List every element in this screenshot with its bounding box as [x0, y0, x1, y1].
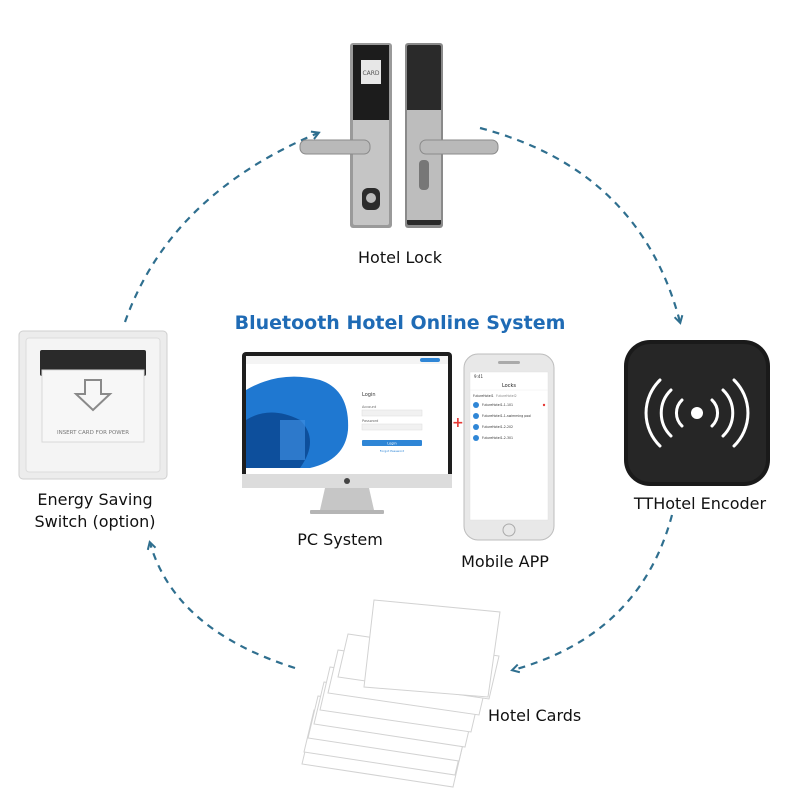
lock-card-text: CARD [362, 70, 379, 77]
hotel-lock-label: Hotel Lock [358, 248, 442, 267]
mobile-status-time: 9:41 [474, 374, 483, 379]
pc-monitor-image: Login Account Password Login Forgot Pass… [242, 352, 452, 514]
encoder-image [624, 340, 770, 486]
plus-sign: + [452, 415, 464, 431]
arrow-cards-to-switch [146, 540, 296, 670]
pc-account-label: Account [362, 405, 377, 409]
pc-password-label: Password [362, 419, 378, 423]
arrow-lock-to-encoder [479, 126, 684, 325]
switch-label-line2: Switch (option) [34, 512, 156, 531]
mobile-phone-image: 9:41 Locks FutureHotel1 FutureHotel2 Fut… [463, 353, 555, 541]
pc-forgot-text: Forgot Password [380, 449, 405, 453]
mobile-header-title: Locks [502, 383, 516, 389]
pc-system-label: PC System [297, 530, 383, 549]
pc-login-button-text: Login [387, 442, 396, 446]
mobile-list-item: FutureHotel1-2-301 [482, 436, 513, 440]
encoder-label: TTHotel Encoder [633, 494, 767, 513]
energy-switch-image: INSERT CARD FOR POWER [18, 330, 168, 480]
mobile-list-item: FutureHotel1-1-swimming pool [482, 414, 531, 418]
hotel-lock-image: CARD [299, 43, 499, 228]
mobile-tab-2: FutureHotel2 [496, 394, 517, 398]
switch-plate-text: INSERT CARD FOR POWER [57, 430, 129, 436]
arrow-encoder-to-cards [510, 514, 674, 674]
arrow-switch-to-lock [123, 130, 321, 323]
diagram-title: Bluetooth Hotel Online System [234, 312, 566, 334]
switch-label-line1: Energy Saving [37, 490, 153, 509]
mobile-tab-1: FutureHotel1 [473, 394, 494, 398]
mobile-app-label: Mobile APP [461, 552, 549, 571]
pc-login-title: Login [362, 392, 376, 398]
mobile-list-item: FutureHotel1-1-101 [482, 403, 513, 407]
hotel-cards-label: Hotel Cards [488, 706, 582, 725]
mobile-list-item: FutureHotel1-2-202 [482, 425, 513, 429]
hotel-cards-image [301, 599, 501, 788]
